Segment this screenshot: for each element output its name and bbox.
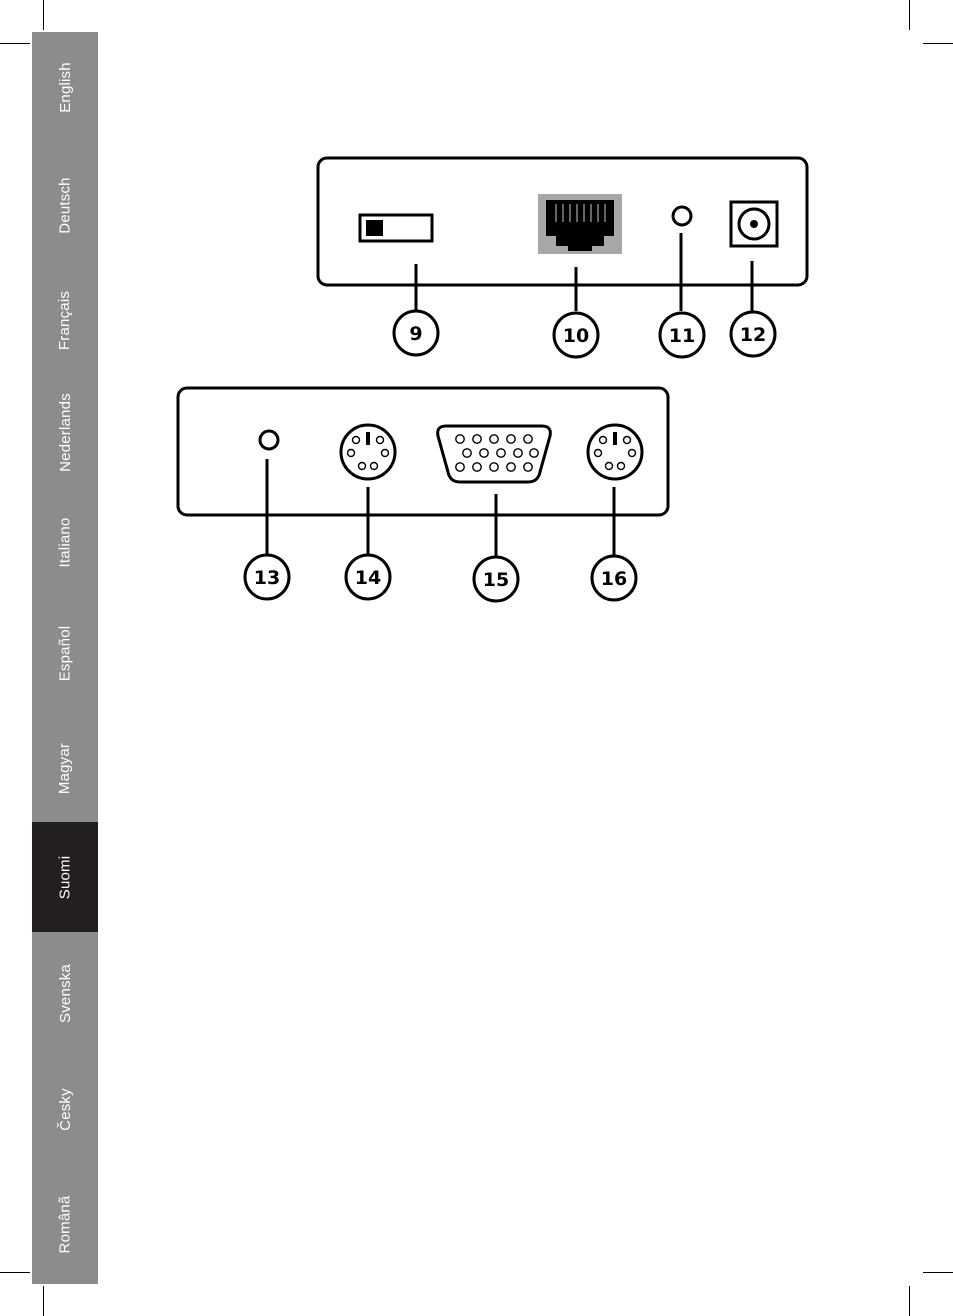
vga-port-icon — [438, 426, 551, 482]
led-icon — [673, 207, 691, 225]
callout-13: 13 — [245, 555, 289, 599]
callout-10: 10 — [554, 313, 598, 357]
callout-number: 11 — [669, 325, 695, 347]
callout-11: 11 — [660, 313, 704, 357]
dc-power-jack-icon — [731, 202, 777, 246]
callout-14: 14 — [346, 555, 390, 599]
callout-number: 12 — [740, 324, 766, 346]
callout-number: 13 — [254, 567, 280, 589]
callout-15: 15 — [474, 557, 518, 601]
callout-number: 9 — [409, 323, 422, 345]
ps2-port-icon — [588, 425, 642, 479]
callout-16: 16 — [592, 556, 636, 600]
callout-number: 14 — [355, 567, 381, 589]
callout-12: 12 — [731, 312, 775, 356]
callout-number: 10 — [563, 325, 589, 347]
callout-9: 9 — [394, 311, 438, 355]
rj45-port-icon — [538, 194, 622, 254]
switch-icon — [360, 215, 432, 241]
led-icon — [260, 431, 278, 449]
callout-number: 15 — [483, 569, 509, 591]
ps2-port-icon — [341, 425, 395, 479]
callout-number: 16 — [601, 568, 627, 590]
